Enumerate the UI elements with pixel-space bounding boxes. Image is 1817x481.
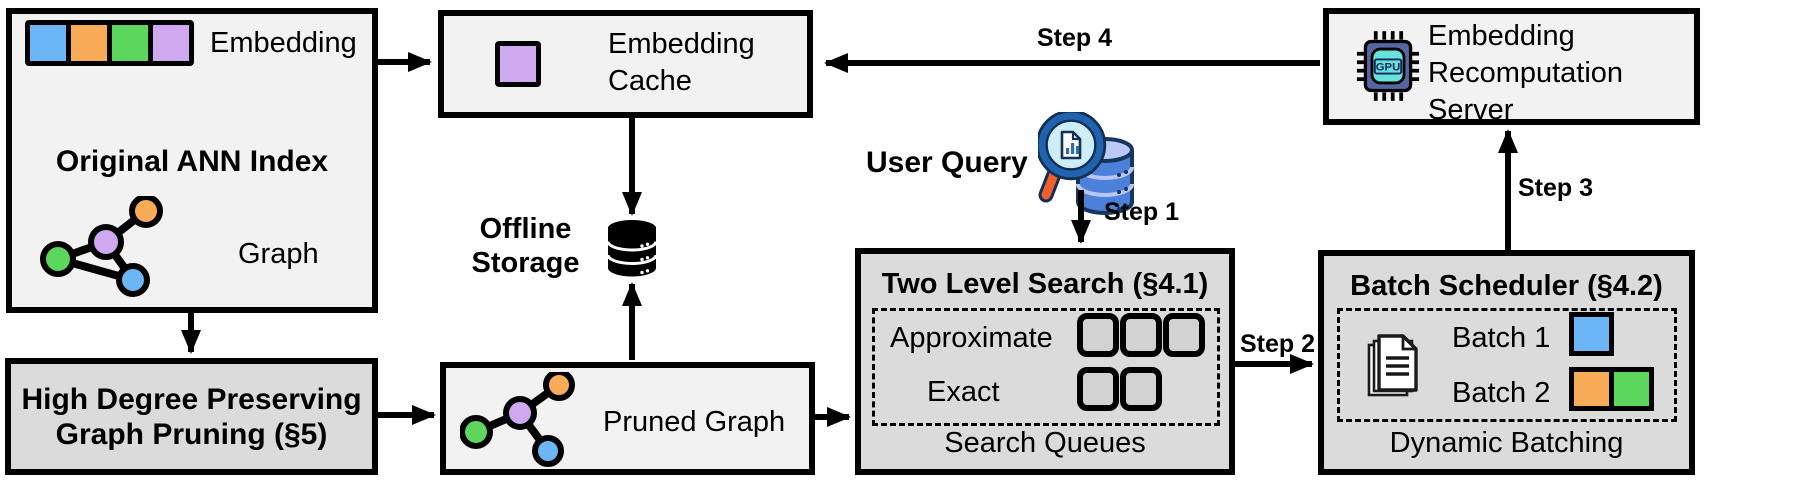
document-pages-icon: [1367, 334, 1418, 397]
step-1-label: Step 1: [1104, 198, 1180, 226]
batch-1-icons: [1569, 312, 1614, 356]
pruned-graph-icon: [460, 372, 575, 467]
batch-2-label: Batch 2: [1452, 377, 1551, 409]
magnifier-query-icon: [1038, 112, 1134, 215]
queue-slot-icon: [1120, 313, 1162, 357]
batch-scheduler-title: Batch Scheduler (§4.2): [1350, 270, 1663, 302]
queue-slot-icon: [1077, 367, 1119, 411]
pruned-graph-label: Pruned Graph: [603, 406, 786, 438]
gpu-chip-label: GPU: [1376, 62, 1400, 74]
two-level-search-box: Two Level Search (§4.1) Approximate Exac…: [855, 248, 1235, 475]
batch-query-orange: [1569, 367, 1614, 411]
batch-scheduler-box: Batch Scheduler (§4.2) Batch 1 Batch 2: [1318, 250, 1695, 475]
exact-queue-icons: [1077, 367, 1162, 411]
gpu-chip-icon: GPU: [1356, 31, 1420, 101]
queue-slot-icon: [1120, 367, 1162, 411]
dynamic-batching-panel: Batch 1 Batch 2: [1337, 308, 1677, 422]
embedding-cell-blue: [30, 25, 66, 61]
recomputation-server-box: GPU Embedding Recomputation Server: [1323, 8, 1700, 126]
search-queues-caption: Search Queues: [944, 427, 1146, 459]
offline-storage-label: Offline Storage: [471, 213, 580, 279]
graph-label: Graph: [238, 238, 319, 270]
batch-1-label: Batch 1: [1452, 322, 1551, 354]
dynamic-batching-caption: Dynamic Batching: [1389, 427, 1624, 459]
user-query-label: User Query: [866, 146, 1028, 179]
step-2-label: Step 2: [1240, 330, 1316, 358]
embedding-cell-orange: [71, 25, 107, 61]
two-level-search-title: Two Level Search (§4.1): [881, 268, 1209, 300]
batch-2-icons: [1569, 367, 1654, 411]
batch-query-blue: [1569, 312, 1614, 356]
batch-query-green: [1609, 367, 1654, 411]
step-3-label: Step 3: [1518, 174, 1594, 202]
original-ann-index-box: Embedding Original ANN Index Graph: [6, 8, 378, 313]
ann-index-title: Original ANN Index: [55, 145, 329, 178]
graph-icon: [40, 196, 163, 297]
approximate-queue-icons: [1077, 313, 1205, 357]
queue-slot-icon: [1163, 313, 1205, 357]
embedding-label: Embedding: [210, 27, 357, 59]
step-4-label: Step 4: [1037, 24, 1113, 52]
cached-embedding-icon: [495, 41, 541, 87]
embedding-cell-purple: [153, 25, 189, 61]
embedding-vector-icon: [25, 20, 194, 66]
magnifying-glass-icon: [1038, 112, 1107, 203]
graph-pruning-title: High Degree Preserving Graph Pruning (§5…: [21, 382, 362, 451]
offline-storage-db-icon: [607, 220, 657, 277]
exact-queue-label: Exact: [927, 376, 1000, 408]
embedding-cache-box: Embedding Cache: [438, 10, 813, 118]
approximate-queue-label: Approximate: [890, 322, 1053, 354]
recomputation-server-label: Embedding Recomputation Server: [1428, 20, 1624, 126]
embedding-cache-label: Embedding Cache: [608, 28, 755, 97]
embedding-cell-green: [112, 25, 148, 61]
queue-slot-icon: [1077, 313, 1119, 357]
search-queues-panel: Approximate Exact: [872, 308, 1220, 426]
graph-pruning-box: High Degree Preserving Graph Pruning (§5…: [5, 358, 378, 475]
pruned-graph-box: Pruned Graph: [440, 362, 815, 475]
